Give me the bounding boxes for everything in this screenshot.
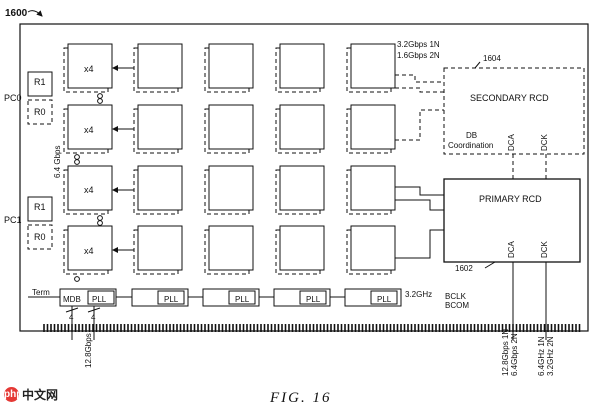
pll-label-1: PLL — [164, 295, 179, 304]
bcom-label: BCOM — [445, 301, 469, 310]
rank-pc0-r1-box — [27, 71, 53, 97]
bus-width-a: 4 — [69, 313, 74, 322]
chip-x4-label: x4 — [84, 125, 94, 135]
daisy-chain-node — [97, 98, 103, 104]
figure-ref: 1600 — [5, 8, 28, 19]
bus-a-slash — [65, 307, 79, 313]
primary-rcd-ref: 1602 — [455, 264, 473, 273]
module-outline — [19, 23, 589, 332]
edge-left-rate: 12.8Gbps — [84, 333, 93, 368]
memory-chip — [137, 225, 183, 271]
primary-rcd-ref-leader — [484, 261, 496, 269]
memory-chip — [279, 225, 325, 271]
pll-inner — [87, 290, 115, 305]
memory-chip — [137, 104, 183, 150]
pll-label-4: PLL — [377, 295, 392, 304]
memory-chip — [350, 43, 396, 89]
secondary-rcd-ref-leader — [474, 61, 481, 69]
secondary-dca-label: DCA — [507, 133, 516, 151]
connection-lines — [28, 61, 581, 340]
bus-width-b: 4 — [91, 313, 96, 322]
primary-dca-label: DCA — [507, 240, 516, 258]
figure-ref-arrow — [27, 10, 43, 17]
x4-chip — [67, 225, 113, 271]
secondary-rcd-title: SECONDARY RCD — [470, 93, 549, 103]
bclk-label: BCLK — [445, 292, 467, 301]
component-boxes — [27, 43, 585, 307]
memory-chip — [279, 104, 325, 150]
edge-dck-rate1: 6.4GHz 1N — [537, 336, 546, 376]
chip-x4-label: x4 — [84, 246, 94, 256]
primary-rcd-box — [443, 178, 581, 263]
secondary-dck-label: DCK — [540, 133, 549, 151]
clock-label: 3.2GHz — [405, 290, 432, 299]
daisy-chain-node — [97, 220, 103, 226]
memory-chip — [350, 225, 396, 271]
x4-chip — [67, 165, 113, 211]
rank-pc1-r0-label: R0 — [34, 232, 46, 242]
rank-pc0-r0-box — [27, 99, 53, 125]
rank-pc0-r0-label: R0 — [34, 107, 46, 117]
memory-chip — [350, 165, 396, 211]
memory-chip — [208, 43, 254, 89]
edge-dck-rate2: 3.2GHz 2N — [546, 336, 555, 376]
edge-dca-rate1: 12.8Gbps 1N — [501, 329, 510, 376]
rank-pc1-r1-box — [27, 196, 53, 222]
rank-pc0-r1-label: R1 — [34, 77, 46, 87]
pll-inner — [299, 290, 327, 305]
pll-label-2: PLL — [235, 295, 250, 304]
bus-primary-c — [395, 229, 445, 259]
secondary-rcd-ref: 1604 — [483, 54, 501, 63]
rate-top-line2: 1.6Gbps 2N — [397, 51, 440, 60]
memory-chip — [279, 43, 325, 89]
x4-chip — [67, 43, 113, 89]
daisy-chain-node — [74, 276, 80, 282]
daisy-chain-node — [74, 154, 80, 160]
memory-chip — [137, 165, 183, 211]
x4-chip — [67, 104, 113, 150]
memory-chip — [350, 104, 396, 150]
memory-chip — [279, 165, 325, 211]
db-coordination-line2: Coordination — [448, 141, 493, 150]
bus-b-slash — [87, 307, 101, 313]
term-label: Term — [32, 288, 50, 297]
bus-primary-b — [395, 199, 445, 211]
bus-primary-a — [395, 186, 445, 196]
pll-inner — [228, 290, 256, 305]
db-coordination-line1: DB — [466, 131, 477, 140]
mdb-label: MDB — [63, 295, 81, 304]
watermark-logo-icon: php — [4, 386, 23, 402]
daisy-chain-node — [74, 159, 80, 165]
pll-label-0: PLL — [92, 295, 107, 304]
memory-chip — [208, 165, 254, 211]
rank-label-pc0: PC0 — [4, 93, 22, 103]
bus-secondary-b — [395, 87, 445, 93]
secondary-rcd-box — [443, 67, 585, 155]
bus-secondary-c — [395, 109, 445, 141]
edge-dca-rate2: 6.4Gbps 2N — [510, 333, 519, 376]
chip-x4-label: x4 — [84, 64, 94, 74]
chip-x4-label: x4 — [84, 185, 94, 195]
watermark: php 中文网 — [4, 384, 58, 404]
bus-secondary-a — [395, 74, 445, 83]
chip-bandwidth-label: 6.4 Gbps — [53, 146, 62, 178]
rank-pc1-r0-box — [27, 224, 53, 250]
pll-label-3: PLL — [306, 295, 321, 304]
daisy-chain-node — [97, 93, 103, 99]
primary-dck-label: DCK — [540, 240, 549, 258]
pll-inner — [157, 290, 185, 305]
daisy-chain-node — [97, 215, 103, 221]
primary-rcd-title: PRIMARY RCD — [479, 194, 542, 204]
rank-pc1-r1-label: R1 — [34, 202, 46, 212]
figure-caption: FIG. 16 — [269, 390, 332, 406]
pll-inner — [370, 290, 398, 305]
rate-top-line1: 3.2Gbps 1N — [397, 40, 440, 49]
memory-chip — [208, 104, 254, 150]
rank-label-pc1: PC1 — [4, 215, 22, 225]
memory-chip — [208, 225, 254, 271]
watermark-text: 中文网 — [22, 387, 59, 402]
memory-chip — [137, 43, 183, 89]
